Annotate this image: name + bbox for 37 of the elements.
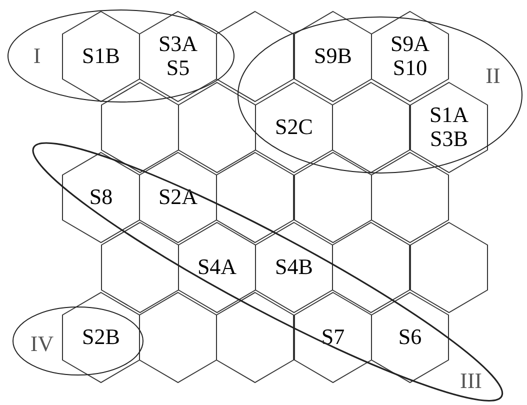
hexagon-cell: [101, 222, 179, 312]
hexagon-cell: [371, 10, 449, 102]
group-numeral: I: [33, 44, 41, 68]
cell-label: S4A: [197, 255, 237, 279]
cell-label: S2A: [158, 185, 198, 209]
cell-label: S1B: [82, 44, 120, 68]
cell-label: S5: [166, 56, 190, 80]
group-ellipse: [13, 307, 143, 375]
hexagon-cell: [216, 152, 294, 242]
hexagon-cell: [294, 10, 372, 102]
group-numeral: II: [486, 64, 500, 88]
hexagon-cell: [101, 82, 179, 172]
cell-label: S9B: [314, 44, 352, 68]
cell-label: S2B: [82, 325, 120, 349]
cell-label: S9A: [390, 32, 430, 56]
hexagon-cell: [216, 292, 294, 382]
cell-label: S3A: [158, 32, 198, 56]
hexagon-cell: [410, 222, 488, 312]
cell-label: S10: [392, 56, 428, 80]
cell-label: S3B: [430, 127, 468, 151]
group-ellipse: [8, 10, 234, 102]
hexagon-cell: [332, 222, 410, 312]
cell-label: S2C: [275, 115, 313, 139]
hexagon-cell: [371, 152, 449, 242]
cell-label: S6: [398, 325, 422, 349]
cell-label: S1A: [429, 103, 469, 127]
cell-label: S8: [89, 185, 113, 209]
hexagon-cell: [294, 152, 372, 242]
cell-label: S4B: [275, 255, 313, 279]
hexagon-cell: [178, 82, 256, 172]
hexagon-cell: [216, 10, 294, 102]
group-numeral: IV: [30, 332, 54, 356]
group-numeral: III: [460, 368, 482, 393]
group-ellipse: [238, 17, 522, 173]
cell-label: S7: [321, 325, 345, 349]
hexagon-cell: [62, 292, 140, 382]
hexagon-cell: [139, 292, 217, 382]
